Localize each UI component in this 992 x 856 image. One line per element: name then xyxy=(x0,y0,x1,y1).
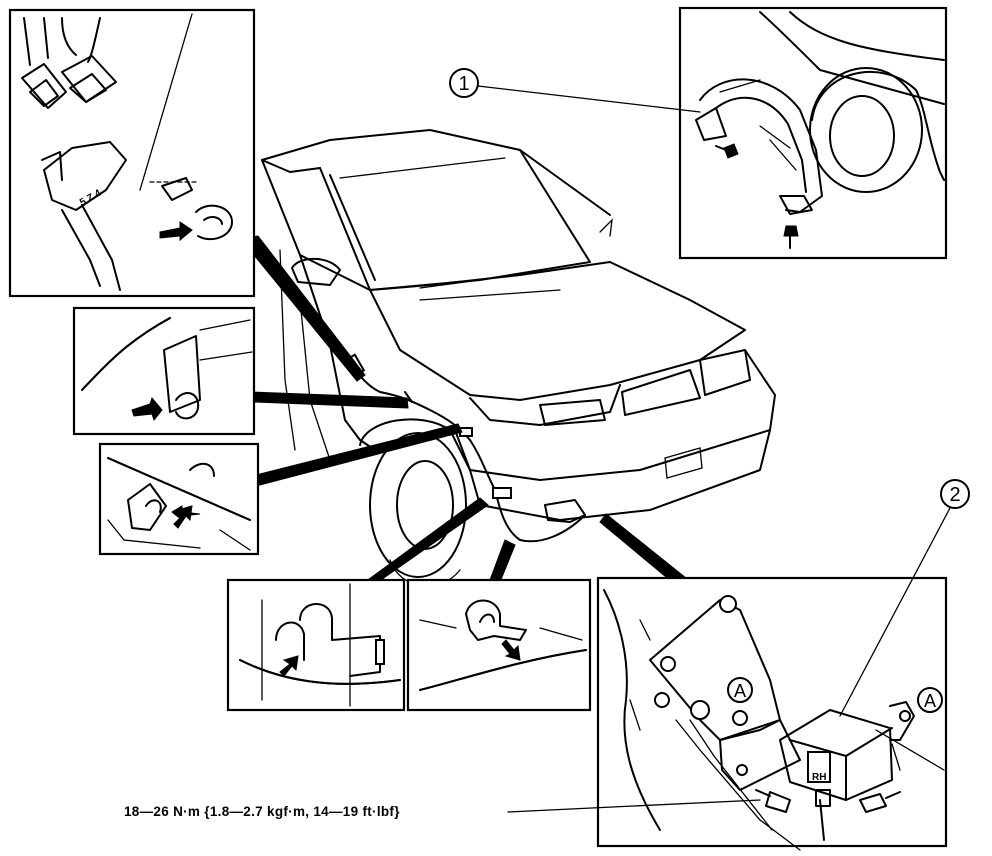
detail-clip-fender xyxy=(72,306,256,436)
detail-splash-shield xyxy=(678,6,948,260)
torque-spec: 18—26 N·m {1.8—2.7 kgf·m, 14—19 ft·lbf} xyxy=(124,804,400,819)
mark-a-left-circle xyxy=(727,677,753,703)
torque-callout: 18—26 N·m {1.8—2.7 kgf·m, 14—19 ft·lbf} xyxy=(124,799,761,819)
mark-a-left: A xyxy=(734,681,746,701)
detail-harness-clip xyxy=(406,578,592,712)
mark-a-right-circle xyxy=(917,687,943,713)
detail-clip-apron xyxy=(98,442,260,556)
detail-connector: 5 Z 4 xyxy=(8,8,256,298)
detail-height-sensor: RH A A xyxy=(596,576,948,851)
callout-2-label: 2 xyxy=(949,484,960,506)
sensor-marking: RH xyxy=(812,772,826,783)
detail-leaders xyxy=(239,235,688,583)
callout-1: 1 xyxy=(449,68,701,113)
callout-1-label: 1 xyxy=(458,73,469,95)
detail-bracket-clip xyxy=(226,578,406,712)
callout-2: 2 xyxy=(839,479,970,717)
mark-a-right: A xyxy=(924,691,936,711)
